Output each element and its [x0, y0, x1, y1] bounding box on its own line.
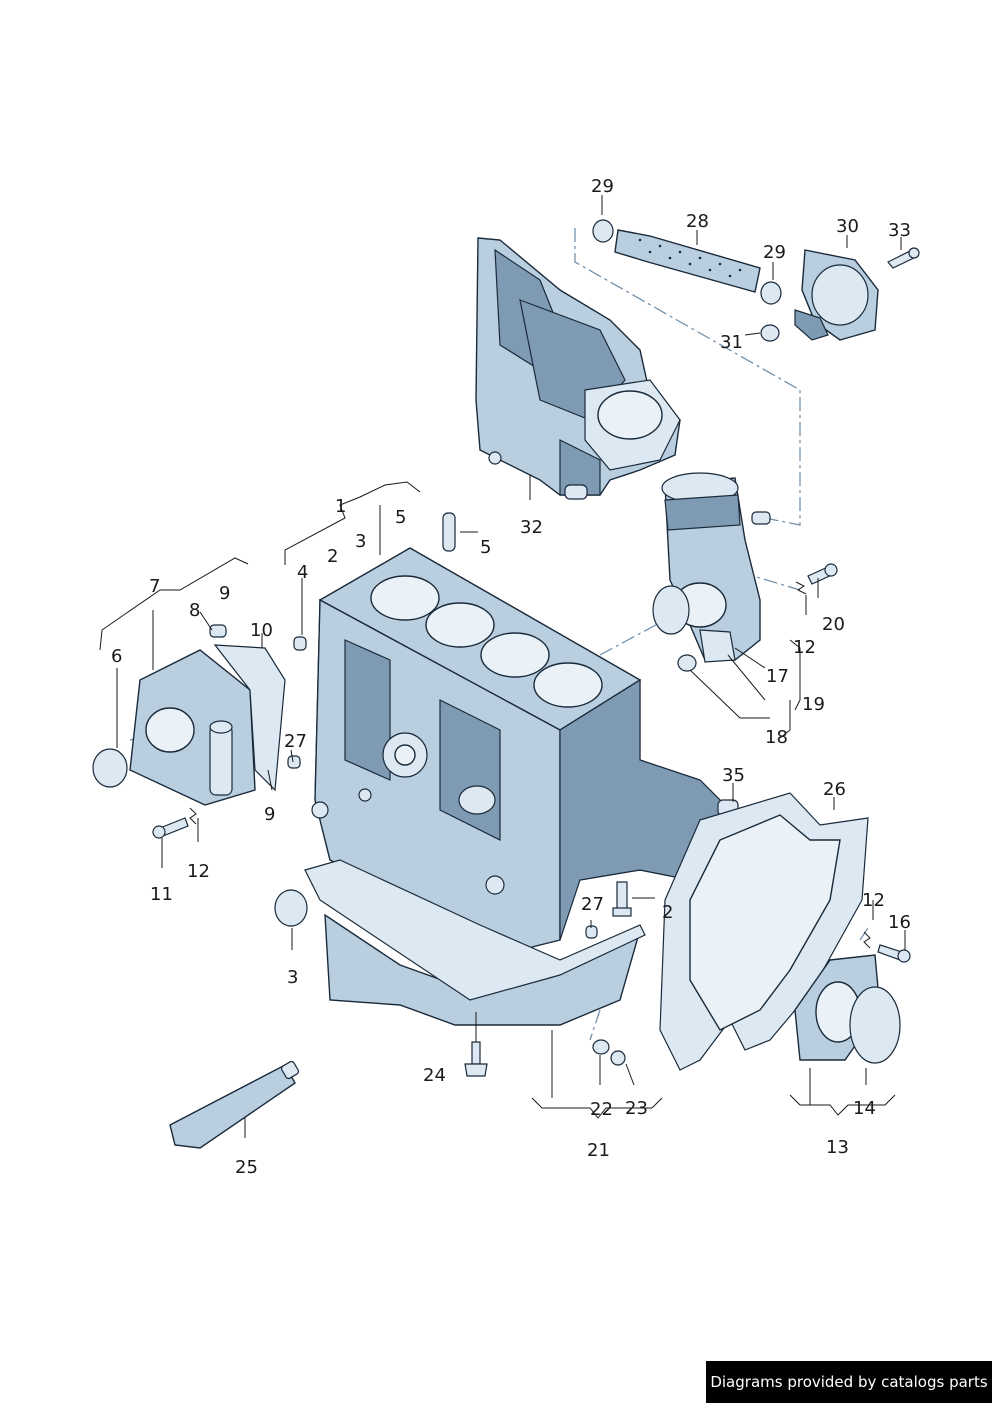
label-16: 16	[888, 912, 911, 933]
label-5-pin: 5	[480, 537, 491, 558]
label-9-top: 9	[219, 583, 230, 604]
spring-washer-12	[795, 581, 807, 595]
label-35: 35	[722, 765, 745, 786]
sealant-tube	[169, 1060, 300, 1149]
label-29-top: 29	[591, 176, 614, 197]
cap-8	[209, 624, 227, 638]
pressure-regulating-valve	[794, 249, 879, 341]
seal-ring-22	[592, 1039, 610, 1055]
label-2-top: 2	[327, 546, 338, 567]
label-20: 20	[822, 614, 845, 635]
label-29-right: 29	[763, 242, 786, 263]
bolt-16	[877, 944, 911, 963]
label-13: 13	[826, 1137, 849, 1158]
seal-ring-6	[92, 748, 128, 788]
label-2-bottom: 2	[662, 902, 673, 923]
label-12-right: 12	[862, 890, 885, 911]
bolt-11	[152, 817, 189, 839]
label-31: 31	[720, 332, 743, 353]
label-26: 26	[823, 779, 846, 800]
bolt-33	[887, 247, 920, 269]
label-7: 7	[149, 576, 160, 597]
label-9-bottom: 9	[264, 804, 275, 825]
label-23: 23	[625, 1098, 648, 1119]
label-8: 8	[189, 600, 200, 621]
label-27-right: 27	[581, 894, 604, 915]
dowel-pin-5	[442, 512, 456, 552]
label-11: 11	[150, 884, 173, 905]
bolt-20	[807, 563, 838, 585]
oil-pan	[304, 859, 646, 1026]
gasket-26-opening	[689, 814, 841, 1031]
hose-clamp-upper	[592, 219, 614, 243]
label-19: 19	[802, 694, 825, 715]
bolt-24	[464, 1041, 488, 1077]
part-number-labels: 29 28 29 30 33 31 32 20 12 17 19 18 1 5 …	[111, 176, 911, 1178]
hose-clamp-lower	[760, 281, 782, 305]
o-ring-31	[760, 324, 780, 342]
label-27-left: 27	[284, 731, 307, 752]
label-30: 30	[836, 216, 859, 237]
sealing-flange-front	[129, 649, 256, 806]
seal-ring-14	[849, 986, 901, 1064]
dowel-sleeve-27-left	[287, 755, 301, 769]
label-3-bottom: 3	[287, 967, 298, 988]
label-24: 24	[423, 1065, 446, 1086]
oil-filter-housing	[661, 472, 771, 663]
diagram-credit-badge: Diagrams provided by catalogs parts	[706, 1361, 992, 1403]
label-12-left: 12	[187, 861, 210, 882]
label-17: 17	[766, 666, 789, 687]
label-4: 4	[297, 562, 308, 583]
intake-manifold	[475, 237, 681, 500]
label-14: 14	[853, 1098, 876, 1119]
cylinder-block	[311, 547, 731, 951]
label-33: 33	[888, 220, 911, 241]
drain-plug-23	[610, 1050, 626, 1066]
bolt-2	[612, 881, 632, 917]
breather-hose	[614, 229, 761, 293]
label-28: 28	[686, 211, 709, 232]
label-12-mid: 12	[793, 637, 816, 658]
label-25: 25	[235, 1157, 258, 1178]
label-10: 10	[250, 620, 273, 641]
label-18: 18	[765, 727, 788, 748]
filter-gasket	[652, 585, 690, 635]
label-22: 22	[590, 1099, 613, 1120]
label-3-top: 3	[355, 531, 366, 552]
spring-washer-12-left	[189, 807, 197, 825]
label-21: 21	[587, 1140, 610, 1161]
leader-lines	[99, 195, 906, 1138]
label-32: 32	[520, 517, 543, 538]
label-1: 1	[335, 496, 346, 517]
spring-washer-12-right	[863, 931, 871, 949]
label-5-top: 5	[395, 507, 406, 528]
gasket-10	[213, 644, 286, 792]
seal-3	[274, 889, 308, 927]
o-ring-18	[677, 654, 697, 672]
dowel-sleeve-4	[293, 636, 307, 651]
label-6: 6	[111, 646, 122, 667]
